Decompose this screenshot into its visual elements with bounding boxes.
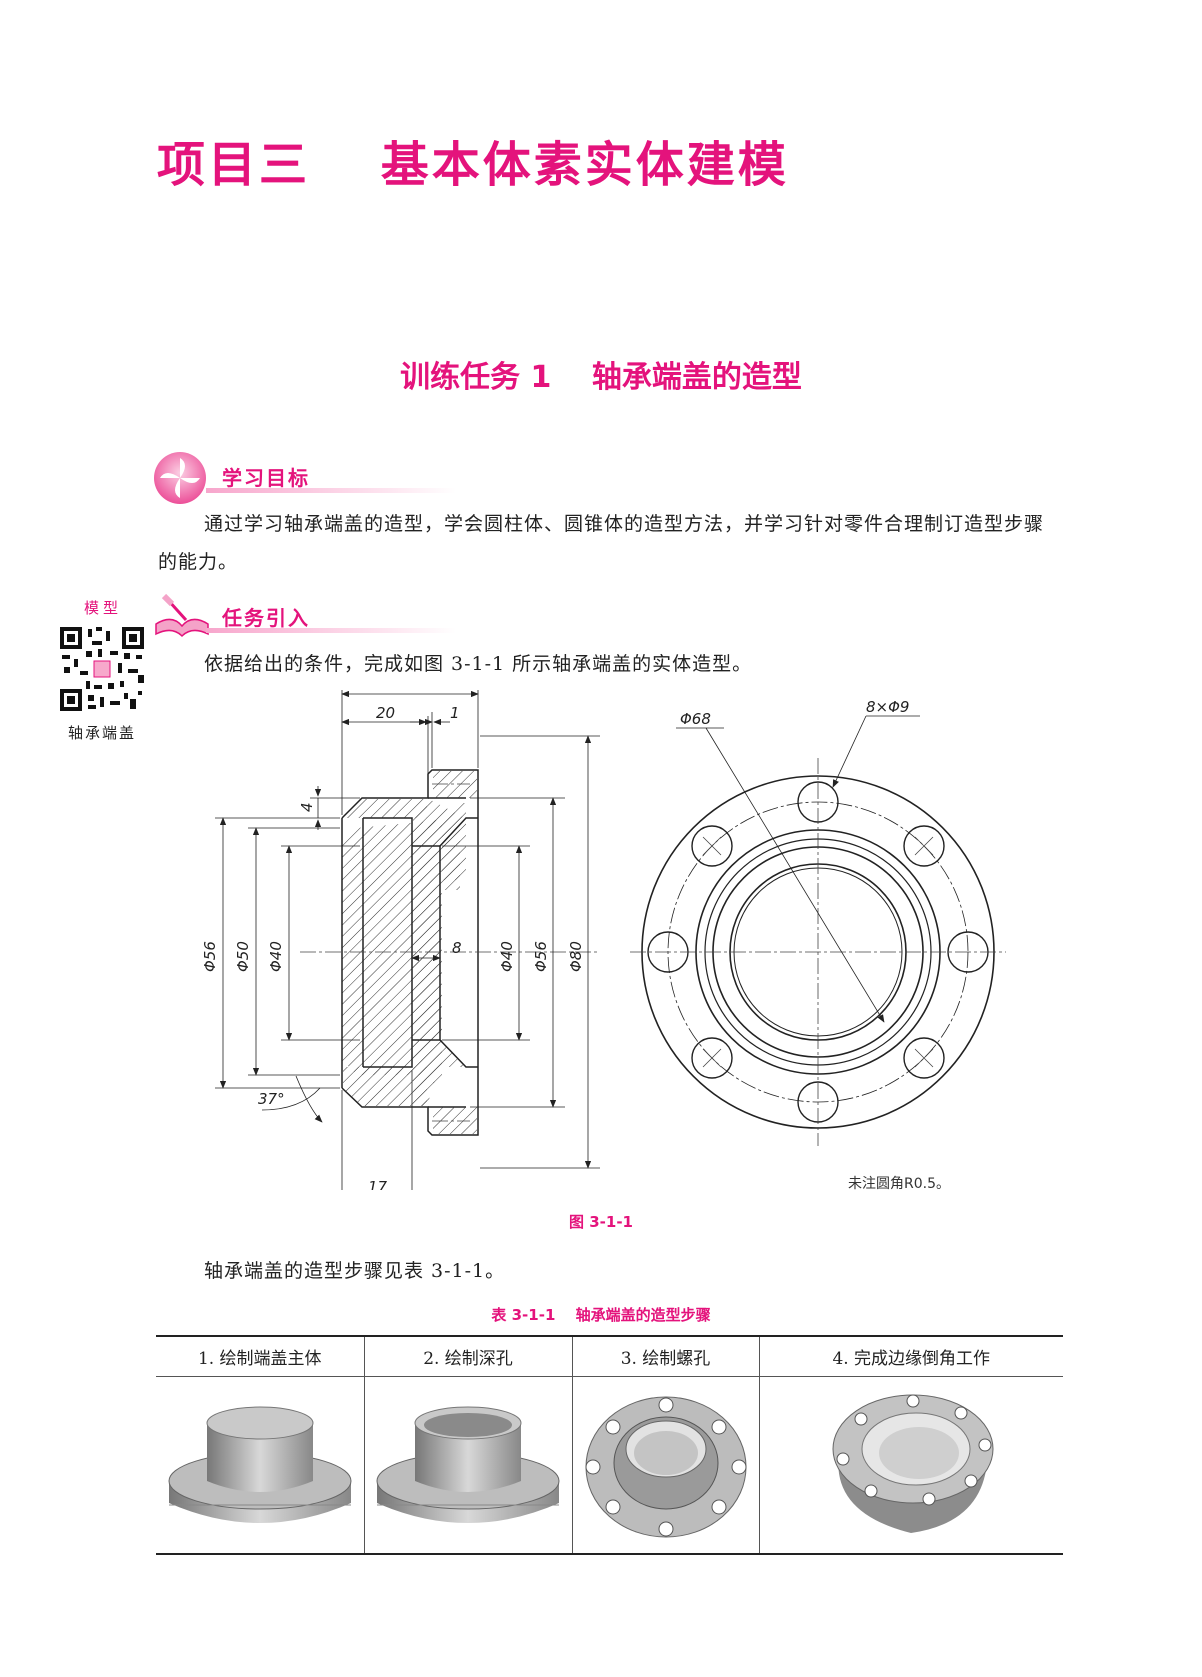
dim-31: 31: [400, 690, 419, 694]
table-header-cell: 4. 完成边缘倒角工作: [758, 1335, 1063, 1377]
dim-8: 8: [452, 939, 462, 957]
dim-phi56-right: Φ56: [532, 941, 550, 972]
front-view: [630, 715, 1006, 1146]
engineering-drawing: 31 20 1 4 Φ56 Φ50 Φ40 8 Φ40 Φ56 Φ80 37° …: [201, 690, 1006, 1190]
table-header-cell: 3. 绘制螺孔: [571, 1335, 759, 1377]
figure-caption: 图 3-1-1: [569, 1213, 633, 1231]
section-label-introduction: 任务引入: [222, 606, 310, 630]
step-4-model-render: [832, 1394, 994, 1533]
qr-label-bottom: 轴承端盖: [68, 724, 137, 742]
task-title: 训练任务 1 轴承端盖的造型: [400, 360, 802, 395]
section-header-introduction: 任务引入: [150, 590, 490, 646]
dim-phi40-right: Φ40: [498, 941, 516, 972]
table-reference-text: 轴承端盖的造型步骤见表 3-1-1。: [204, 1260, 506, 1282]
step-2-cell: [363, 1376, 572, 1555]
step-3-model-render: [585, 1396, 746, 1538]
dim-phi40-left: Φ40: [267, 941, 285, 972]
table-image-row: [156, 1376, 1063, 1555]
objectives-paragraph: 通过学习轴承端盖的造型，学会圆柱体、圆锥体的造型方法，并学习针对零件合理制订造型…: [158, 513, 1045, 573]
section-header-objectives: 学习目标: [150, 450, 490, 506]
dim-phi68: Φ68: [680, 710, 711, 728]
step-3-cell: [571, 1376, 759, 1555]
dim-1: 1: [450, 704, 460, 722]
table-caption: 表 3-1-1 轴承端盖的造型步骤: [491, 1306, 711, 1324]
step-1-cell: [156, 1376, 364, 1555]
table-header-cell: 1. 绘制端盖主体: [156, 1335, 364, 1377]
dim-phi80: Φ80: [567, 941, 585, 972]
dim-17: 17: [368, 1178, 388, 1190]
table-header-row: 1. 绘制端盖主体 2. 绘制深孔 3. 绘制螺孔 4. 完成边缘倒角工作: [156, 1335, 1063, 1377]
section-dimension-labels: 31 20 1 4 Φ56 Φ50 Φ40 8 Φ40 Φ56 Φ80 37° …: [201, 690, 585, 1190]
dim-4: 4: [298, 802, 316, 812]
qr-label-top: 模型: [84, 599, 123, 617]
dim-20: 20: [376, 704, 395, 722]
section-label-objectives: 学习目标: [222, 466, 310, 490]
step-2-model-render: [376, 1406, 560, 1523]
dim-37-deg: 37°: [258, 1090, 285, 1108]
section-hatching: [343, 771, 477, 1134]
table-header-cell: 2. 绘制深孔: [363, 1335, 572, 1377]
dim-8x-phi9: 8×Φ9: [866, 698, 909, 716]
front-dimension-labels: Φ68 8×Φ9: [680, 698, 909, 728]
pinwheel-icon: [154, 452, 206, 504]
qr-code[interactable]: [58, 625, 146, 713]
step-4-cell: [758, 1376, 1063, 1555]
step-1-model-render: [168, 1406, 352, 1523]
open-book-icon: [155, 593, 209, 638]
dim-phi56-left: Φ56: [201, 941, 219, 972]
steps-table: 1. 绘制端盖主体 2. 绘制深孔 3. 绘制螺孔 4. 完成边缘倒角工作: [156, 1335, 1063, 1555]
introduction-paragraph: 依据给出的条件，完成如图 3-1-1 所示轴承端盖的实体造型。: [204, 653, 753, 675]
dim-phi50: Φ50: [234, 941, 252, 972]
fillet-note: 未注圆角R0.5。: [848, 1176, 950, 1190]
chapter-title: 项目三 基本体素实体建模: [157, 137, 789, 193]
